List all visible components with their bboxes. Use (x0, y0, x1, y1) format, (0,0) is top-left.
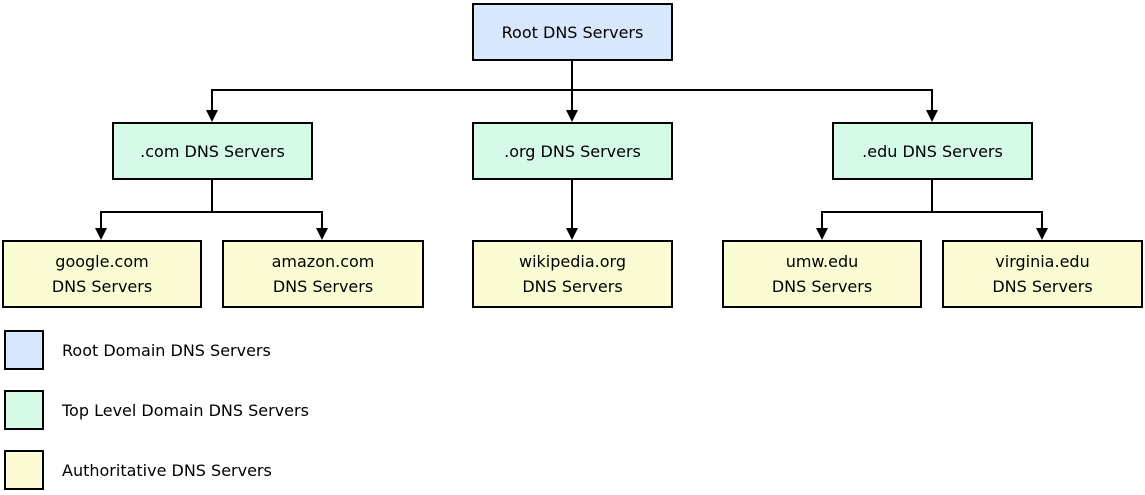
node-google-dns-servers: google.com DNS Servers (2, 240, 202, 308)
legend-item-top-level-domain: Top Level Domain DNS Servers (4, 390, 309, 430)
node-root-dns-servers: Root DNS Servers (472, 3, 673, 61)
legend-item-root-domain: Root Domain DNS Servers (4, 330, 271, 370)
node-org-dns-servers: .org DNS Servers (472, 122, 673, 180)
legend-label-root-domain: Root Domain DNS Servers (62, 340, 271, 360)
node-umw-dns-servers: umw.edu DNS Servers (722, 240, 922, 308)
node-edu-dns-servers: .edu DNS Servers (832, 122, 1033, 180)
node-wikipedia-dns-servers: wikipedia.org DNS Servers (472, 240, 673, 308)
legend-label-top-level-domain: Top Level Domain DNS Servers (62, 400, 309, 420)
node-com-dns-servers: .com DNS Servers (112, 122, 313, 180)
node-virginia-dns-servers: virginia.edu DNS Servers (942, 240, 1143, 308)
legend-item-authoritative: Authoritative DNS Servers (4, 450, 272, 490)
legend-label-authoritative: Authoritative DNS Servers (62, 460, 272, 480)
legend-swatch-root-domain (4, 330, 44, 370)
node-amazon-dns-servers: amazon.com DNS Servers (222, 240, 424, 308)
legend-swatch-authoritative (4, 450, 44, 490)
legend-swatch-top-level-domain (4, 390, 44, 430)
